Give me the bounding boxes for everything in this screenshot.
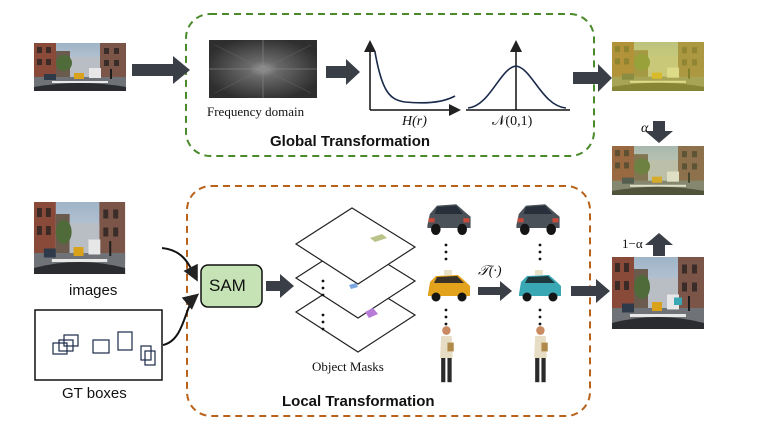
mask-layers bbox=[294, 207, 417, 353]
dots-right bbox=[538, 243, 542, 326]
frequency-domain-label: Frequency domain bbox=[207, 104, 305, 119]
person-cutout-right bbox=[534, 326, 548, 383]
local-transformation-title: Local Transformation bbox=[282, 393, 435, 410]
taxi-cutout-right bbox=[519, 270, 561, 302]
normal-label: 𝒩(0,1) bbox=[492, 114, 533, 129]
hr-plot bbox=[364, 40, 461, 116]
one-minus-alpha-label: 1−α bbox=[622, 236, 643, 251]
transform-arrow bbox=[478, 281, 512, 301]
arrow-to-masks bbox=[266, 274, 294, 298]
gt-boxes-label: GT boxes bbox=[62, 385, 127, 402]
global-output-image bbox=[612, 42, 704, 91]
person-cutout-left bbox=[440, 326, 454, 383]
images-label: images bbox=[69, 282, 118, 299]
one-minus-alpha-arrow bbox=[645, 233, 673, 256]
arrow-to-frequency bbox=[132, 56, 190, 84]
gt-boxes-panel bbox=[34, 309, 163, 381]
hr-label: H(r) bbox=[402, 114, 427, 129]
object-masks-label: Object Masks bbox=[312, 359, 384, 374]
taxi-cutout-left bbox=[428, 270, 470, 302]
blended-output-image bbox=[612, 146, 704, 195]
alpha-arrow bbox=[645, 121, 673, 143]
sam-box bbox=[200, 264, 263, 308]
dots-left bbox=[444, 243, 448, 326]
local-output-image bbox=[612, 257, 704, 329]
input-street-image-bottom bbox=[34, 202, 126, 274]
alpha-label: α bbox=[641, 121, 649, 136]
sedan-cutout-left bbox=[427, 204, 471, 235]
arrow-to-local-output bbox=[571, 279, 610, 303]
gt-to-sam-arrow bbox=[162, 293, 200, 346]
input-street-image-top bbox=[34, 43, 126, 91]
normal-distribution-plot bbox=[466, 40, 570, 111]
sedan-cutout-right bbox=[516, 204, 560, 235]
transform-label: 𝒯(·) bbox=[478, 264, 502, 279]
arrow-to-hr bbox=[326, 59, 360, 85]
images-to-sam-arrow bbox=[161, 247, 198, 282]
spectrum-image bbox=[209, 40, 317, 98]
global-transformation-title: Global Transformation bbox=[270, 133, 431, 150]
arrow-to-global-output bbox=[573, 64, 612, 92]
sam-label: SAM bbox=[209, 276, 246, 295]
global-transformation-box bbox=[185, 13, 595, 157]
